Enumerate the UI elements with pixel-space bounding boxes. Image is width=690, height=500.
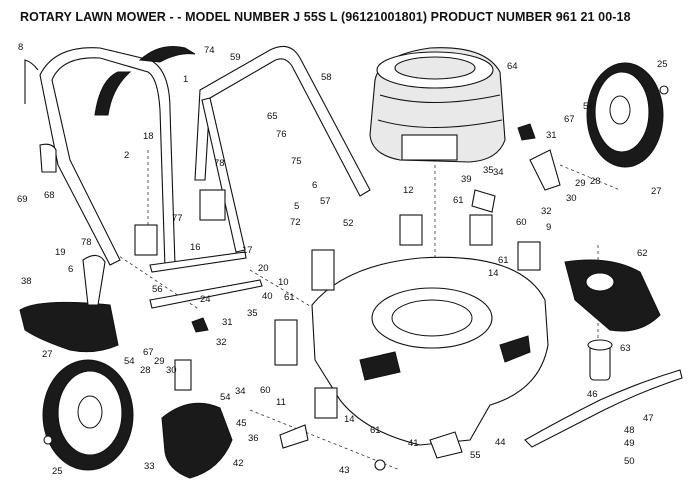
callout-14: 14 <box>488 268 499 279</box>
callout-55: 55 <box>470 450 481 461</box>
callout-31: 31 <box>222 317 233 328</box>
callout-5: 5 <box>294 201 299 212</box>
callout-6: 6 <box>312 180 317 191</box>
handle-grip <box>138 46 196 63</box>
callout-29: 29 <box>154 356 165 367</box>
callout-63: 63 <box>620 343 631 354</box>
callout-2: 2 <box>124 150 129 161</box>
callout-61: 61 <box>498 255 509 266</box>
handle-grip-left <box>94 71 132 116</box>
callout-62: 62 <box>637 248 648 259</box>
callout-46: 46 <box>587 389 598 400</box>
callout-27: 27 <box>651 186 662 197</box>
callout-60: 60 <box>260 385 271 396</box>
callout-67: 67 <box>143 347 154 358</box>
callout-77: 77 <box>172 213 183 224</box>
mulch-plug <box>161 402 233 479</box>
blade <box>524 369 683 448</box>
callout-20: 20 <box>258 263 269 274</box>
callout-42: 42 <box>233 458 244 469</box>
callout-61: 61 <box>370 425 381 436</box>
callout-25: 25 <box>52 466 63 477</box>
callout-30: 30 <box>566 193 577 204</box>
callout-34: 34 <box>235 386 246 397</box>
callout-76: 76 <box>276 129 287 140</box>
callout-72: 72 <box>290 217 301 228</box>
rear-deflector <box>19 301 119 353</box>
callout-1: 1 <box>183 74 188 85</box>
callout-45: 45 <box>236 418 247 429</box>
callout-57: 57 <box>320 196 331 207</box>
callout-56: 56 <box>152 284 163 295</box>
callout-47: 47 <box>643 413 654 424</box>
callout-33: 33 <box>144 461 155 472</box>
grass-bag-frame <box>564 259 661 332</box>
callout-34: 34 <box>493 167 504 178</box>
callout-41: 41 <box>408 438 419 449</box>
callout-10: 10 <box>278 277 289 288</box>
callout-6: 6 <box>68 264 73 275</box>
callout-54: 54 <box>220 392 231 403</box>
callout-54: 54 <box>583 101 594 112</box>
callout-25: 25 <box>657 59 668 70</box>
callout-44: 44 <box>495 437 506 448</box>
callout-18: 18 <box>143 131 154 142</box>
callout-29: 29 <box>575 178 586 189</box>
callout-52: 52 <box>343 218 354 229</box>
callout-64: 64 <box>507 61 518 72</box>
callout-9: 9 <box>546 222 551 233</box>
callout-67: 67 <box>564 114 575 125</box>
callout-50: 50 <box>624 456 635 467</box>
diagram-title: ROTARY LAWN MOWER - - MODEL NUMBER J 55S… <box>20 10 631 24</box>
callout-78: 78 <box>81 237 92 248</box>
callout-16: 16 <box>190 242 201 253</box>
callout-48: 48 <box>624 425 635 436</box>
callout-39: 39 <box>461 174 472 185</box>
callout-61: 61 <box>453 195 464 206</box>
callout-49: 49 <box>624 438 635 449</box>
callout-61: 61 <box>284 292 295 303</box>
callout-59: 59 <box>230 52 241 63</box>
callout-65: 65 <box>267 111 278 122</box>
callout-40: 40 <box>262 291 273 302</box>
callout-12: 12 <box>403 185 414 196</box>
callout-28: 28 <box>590 176 601 187</box>
callout-27: 27 <box>42 349 53 360</box>
upper-handle <box>24 47 176 269</box>
callout-32: 32 <box>216 337 227 348</box>
callout-32: 32 <box>541 206 552 217</box>
callout-31: 31 <box>546 130 557 141</box>
callout-24: 24 <box>200 294 211 305</box>
callout-58: 58 <box>321 72 332 83</box>
callout-78: 78 <box>214 158 225 169</box>
callout-69: 69 <box>17 194 28 205</box>
callout-38: 38 <box>21 276 32 287</box>
blade-adapter <box>587 339 613 381</box>
callout-75: 75 <box>291 156 302 167</box>
engine <box>369 47 506 163</box>
callout-43: 43 <box>339 465 350 476</box>
callout-35: 35 <box>247 308 258 319</box>
lower-handle <box>194 45 371 253</box>
callout-35: 35 <box>483 165 494 176</box>
callout-8: 8 <box>18 42 23 53</box>
callout-17: 17 <box>242 245 253 256</box>
callout-19: 19 <box>55 247 66 258</box>
callout-74: 74 <box>204 45 215 56</box>
mower-deck <box>311 256 549 446</box>
callout-28: 28 <box>140 365 151 376</box>
callout-60: 60 <box>516 217 527 228</box>
callout-11: 11 <box>276 397 286 408</box>
callout-54: 54 <box>124 356 135 367</box>
callout-36: 36 <box>248 433 259 444</box>
callout-30: 30 <box>166 365 177 376</box>
wheel-bottom-left <box>42 359 134 471</box>
callout-14: 14 <box>344 414 355 425</box>
hardware-parts <box>39 85 669 471</box>
wheel-top-right <box>586 62 664 168</box>
callout-68: 68 <box>44 190 55 201</box>
